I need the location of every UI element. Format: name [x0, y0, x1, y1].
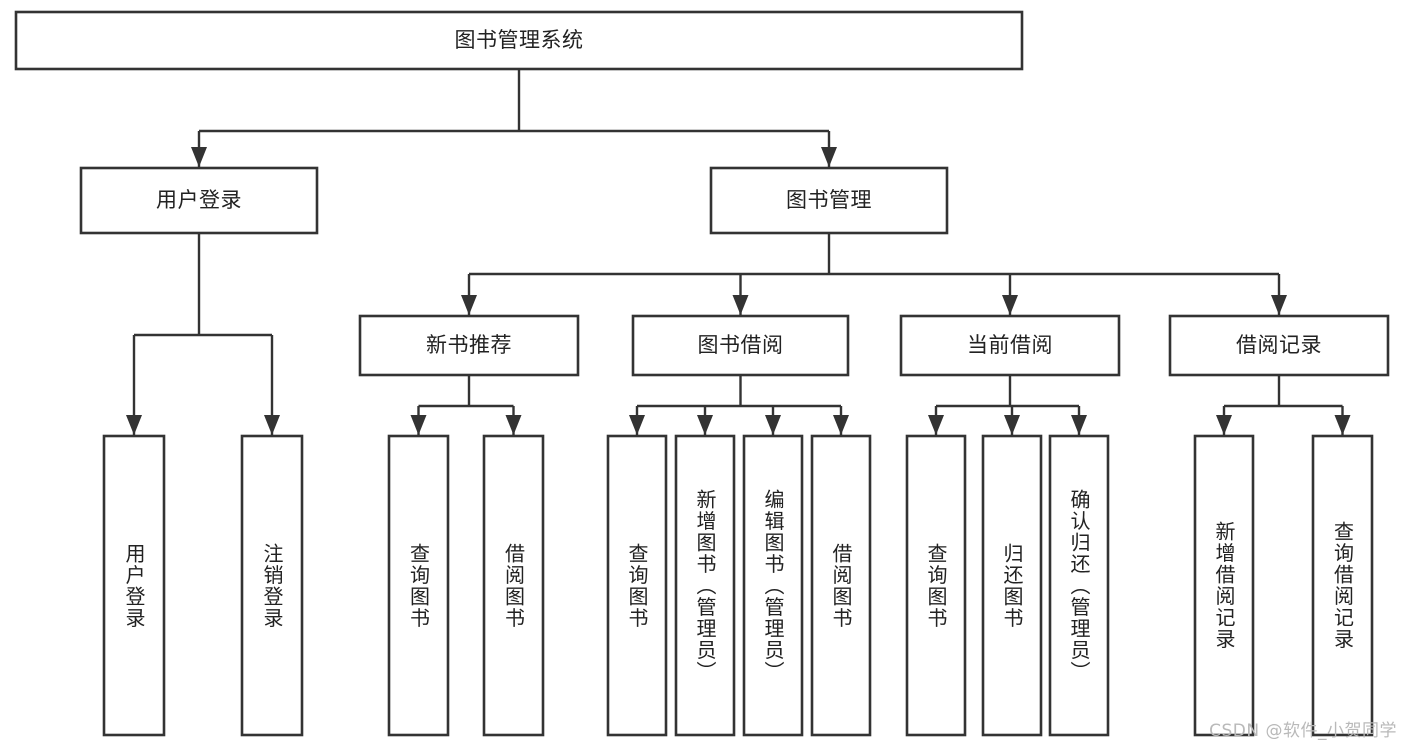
arrow-head-icon	[821, 147, 837, 167]
level3-node-box[interactable]	[899, 314, 1121, 377]
level3-node-box[interactable]	[358, 314, 580, 377]
level3-node-box[interactable]	[1168, 314, 1390, 377]
arrow-head-icon	[732, 295, 749, 315]
leaf-node-box[interactable]	[482, 434, 545, 737]
level2-node-box[interactable]	[709, 166, 949, 235]
arrow-head-icon	[1216, 415, 1232, 435]
level2-node-box[interactable]	[79, 166, 319, 235]
leaf-node-box[interactable]	[1048, 434, 1110, 737]
arrow-head-icon	[697, 415, 713, 435]
arrow-head-icon	[1071, 415, 1087, 435]
arrow-head-icon	[1002, 295, 1018, 315]
leaf-node-box[interactable]	[387, 434, 450, 737]
arrow-head-icon	[126, 415, 142, 435]
leaf-node-box[interactable]	[240, 434, 304, 737]
arrow-head-icon	[410, 415, 427, 435]
leaf-node-box[interactable]	[1193, 434, 1255, 737]
arrow-head-icon	[264, 415, 280, 435]
level3-node-box[interactable]	[631, 314, 850, 377]
leaf-node-box[interactable]	[981, 434, 1043, 737]
connector-layer	[126, 69, 1351, 435]
leaf-node-box[interactable]	[102, 434, 166, 737]
leaf-node-box[interactable]	[810, 434, 872, 737]
arrow-head-icon	[629, 415, 645, 435]
csdn-watermark: CSDN @软件_小贺同学	[1209, 721, 1397, 741]
leaf-node-box[interactable]	[1311, 434, 1374, 737]
arrow-head-icon	[461, 295, 477, 315]
leaf-node-box[interactable]	[742, 434, 804, 737]
leaf-node-box[interactable]	[674, 434, 736, 737]
arrow-head-icon	[833, 415, 849, 435]
arrow-head-icon	[765, 415, 781, 435]
leaf-node-box[interactable]	[905, 434, 967, 737]
arrow-head-icon	[1334, 415, 1351, 435]
box-layer	[14, 10, 1390, 737]
arrow-head-icon	[191, 147, 207, 167]
root-node-box[interactable]	[14, 10, 1024, 71]
arrow-head-icon	[1271, 295, 1287, 315]
leaf-node-box[interactable]	[606, 434, 668, 737]
arrow-head-icon	[1004, 415, 1020, 435]
arrow-head-icon	[928, 415, 944, 435]
arrow-head-icon	[505, 415, 522, 435]
